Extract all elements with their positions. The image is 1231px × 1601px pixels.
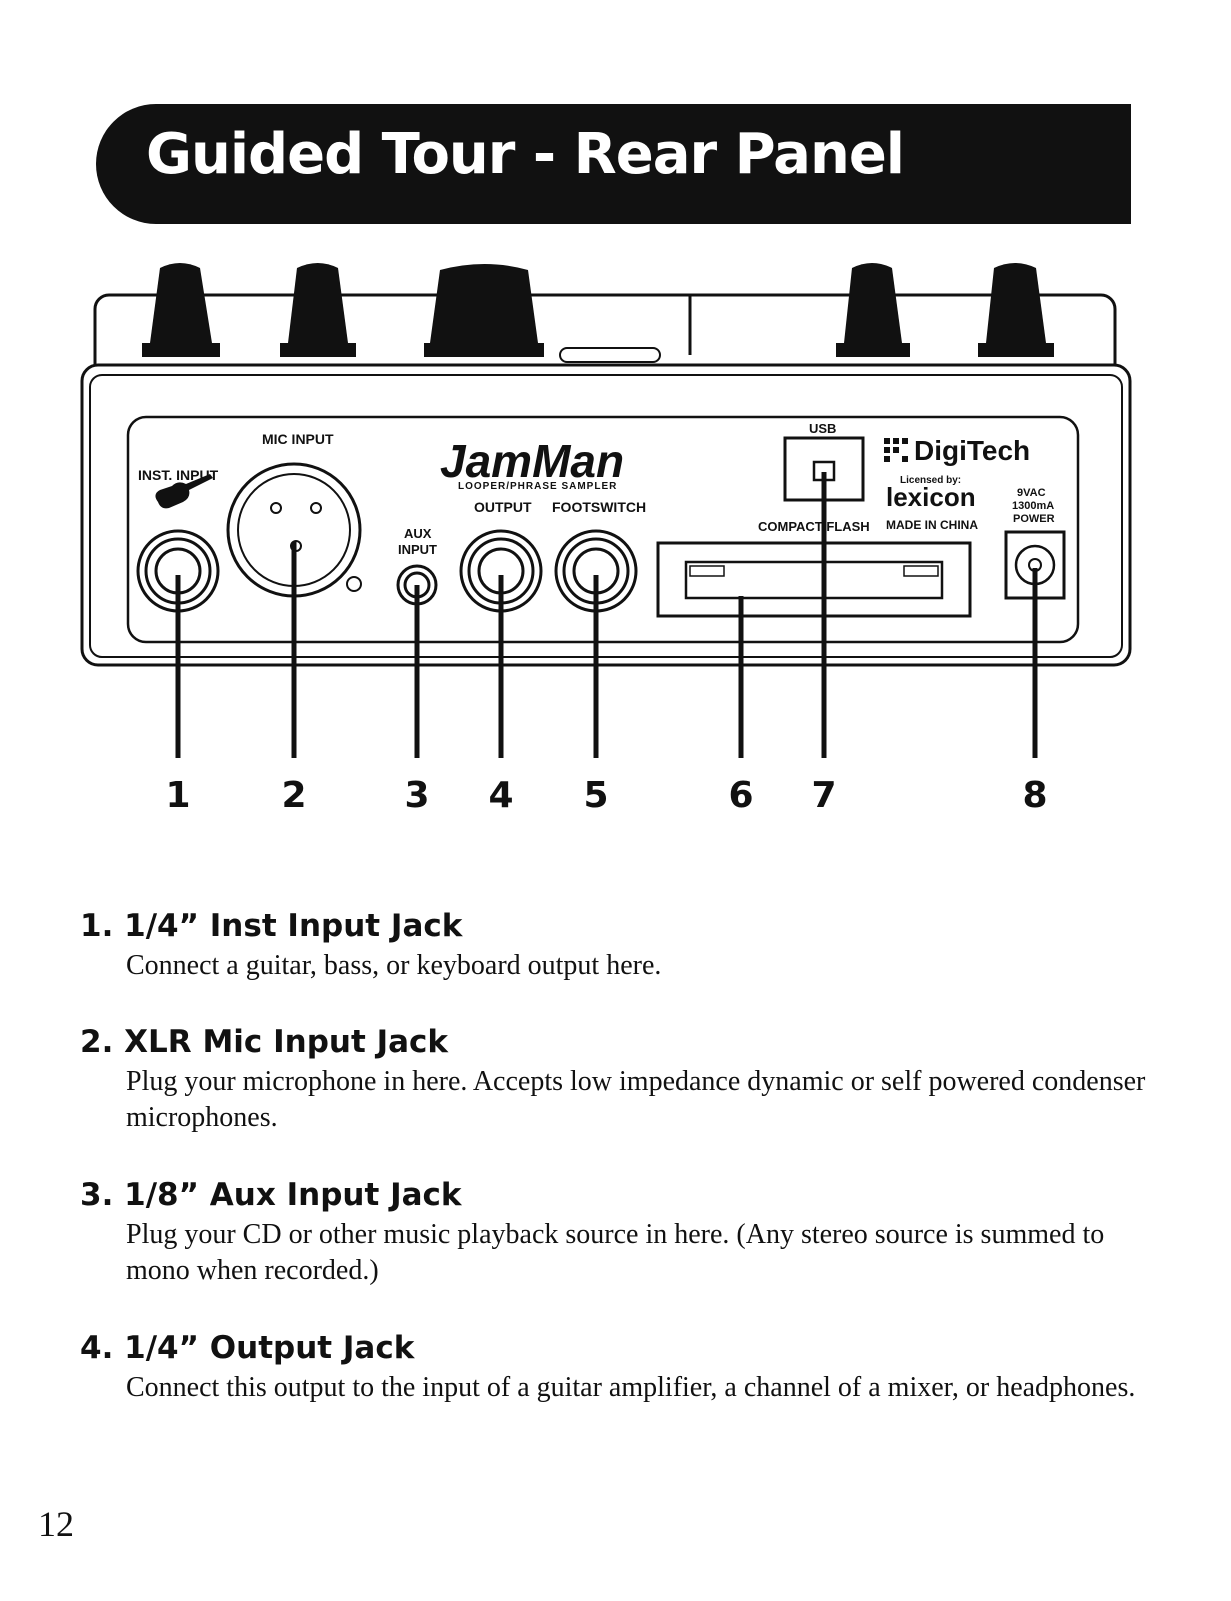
section-mic-input: 2. XLR Mic Input Jack Plug your micropho… [80, 1024, 1160, 1136]
guitar-icon [155, 474, 213, 509]
callout-number: 1 [165, 775, 190, 816]
knob [280, 263, 356, 357]
callout-lines [175, 472, 1038, 758]
section-output: 4. 1/4” Output Jack Connect this output … [80, 1330, 1160, 1406]
footswitch-jack[interactable] [554, 529, 638, 613]
section-inst-input: 1. 1/4” Inst Input Jack Connect a guitar… [80, 908, 1160, 984]
aux-input-label-line2: INPUT [398, 542, 437, 557]
section-heading: 3. 1/8” Aux Input Jack [80, 1177, 462, 1213]
section-body: Connect this output to the input of a gu… [126, 1372, 1136, 1403]
callout-number: 5 [583, 775, 608, 816]
page-title: Guided Tour - Rear Panel [146, 122, 905, 187]
output-label: OUTPUT [474, 499, 532, 515]
digitech-logo-icon [884, 438, 908, 462]
rear-panel-illustration: INST. INPUT MIC INPUT AUX INPUT JamMan [80, 263, 1132, 816]
section-heading: 2. XLR Mic Input Jack [80, 1024, 449, 1060]
footswitch-label: FOOTSWITCH [552, 499, 646, 515]
output-jack[interactable] [459, 529, 543, 613]
callout-number: 3 [404, 775, 429, 816]
rear-panel-diagram: INST. INPUT MIC INPUT AUX INPUT JamMan [0, 240, 1231, 840]
usb-label: USB [809, 421, 836, 436]
jamman-logo: JamMan [440, 435, 624, 487]
power-voltage-label: 9VAC [1017, 487, 1046, 499]
made-in-label: MADE IN CHINA [886, 518, 978, 532]
callout-number: 7 [811, 775, 836, 816]
compact-flash-slot[interactable] [656, 541, 972, 618]
knob [142, 263, 220, 357]
knob [978, 263, 1054, 357]
section-body: Connect a guitar, bass, or keyboard outp… [126, 950, 662, 981]
section-body: Plug your CD or other music playback sou… [126, 1219, 1105, 1286]
aux-input-label-line1: AUX [404, 526, 432, 541]
callout-number: 8 [1022, 775, 1047, 816]
section-heading: 4. 1/4” Output Jack [80, 1330, 415, 1366]
power-current-label: 1300mA [1012, 500, 1054, 512]
section-aux-input: 3. 1/8” Aux Input Jack Plug your CD or o… [80, 1177, 1160, 1289]
callout-number: 2 [281, 775, 306, 816]
usb-port[interactable] [783, 436, 865, 502]
section-heading: 1. 1/4” Inst Input Jack [80, 908, 463, 944]
callout-number: 6 [728, 775, 753, 816]
power-jack[interactable] [1004, 530, 1066, 600]
compact-flash-label: COMPACT FLASH [758, 519, 870, 534]
xlr-mic-input-jack[interactable] [226, 462, 362, 598]
title-banner: Guided Tour - Rear Panel [96, 104, 1131, 224]
lexicon-logo: lexicon [886, 482, 976, 512]
callout-number: 4 [488, 775, 513, 816]
knob [836, 263, 910, 357]
mic-input-label: MIC INPUT [262, 431, 334, 447]
power-label: POWER [1013, 513, 1055, 525]
page-number: 12 [38, 1504, 74, 1544]
digitech-logo: DigiTech [914, 435, 1030, 466]
knob [424, 264, 544, 357]
jamman-subtitle: LOOPER/PHRASE SAMPLER [458, 481, 617, 492]
section-body: Plug your microphone in here. Accepts lo… [126, 1066, 1146, 1133]
licensed-by-label: Licensed by: [900, 475, 961, 486]
